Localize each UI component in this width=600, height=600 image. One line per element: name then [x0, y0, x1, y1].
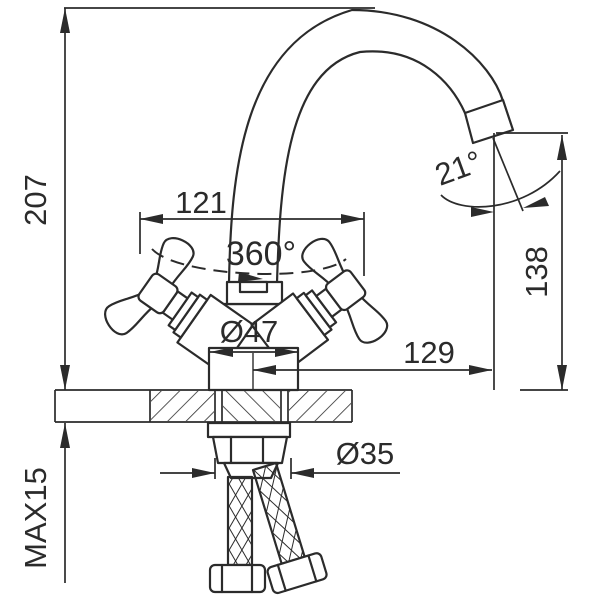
dim-mount-hole-diameter: Ø35 [160, 436, 400, 479]
shank-section-hatch [223, 391, 280, 421]
dim-label-d35: Ø35 [336, 436, 395, 471]
valve-right [250, 237, 389, 373]
arrow-up-icon [60, 423, 70, 448]
arrow-up-icon [60, 8, 70, 33]
dim-spout-reach: 129 [252, 335, 492, 389]
dim-spout-height: 138 [493, 132, 568, 391]
annotation-swivel: 360° [151, 235, 347, 282]
countertop-outline [54, 389, 353, 423]
mounting-nut [211, 435, 289, 465]
dim-handle-span: 121 [139, 185, 365, 276]
arrow-right-icon [238, 272, 263, 282]
arrow-right-icon [341, 214, 364, 224]
valve-left [104, 237, 255, 374]
supply-hose-left [208, 475, 267, 594]
arrow-right-icon [192, 468, 215, 478]
arrow-right-icon [469, 365, 492, 375]
extension-lines [214, 458, 292, 479]
arrow-left-icon [291, 468, 314, 478]
dim-label-21deg: 21° [430, 144, 486, 193]
arrow-left-icon [140, 214, 163, 224]
arrow-right-icon [275, 347, 298, 357]
extension-lines [496, 132, 568, 391]
swivel-arc [151, 248, 347, 275]
arrow-up-icon [557, 135, 567, 160]
mounting-washer [206, 421, 292, 439]
dim-label-d47: Ø47 [220, 314, 279, 349]
dim-max-deck-thickness: MAX15 [18, 423, 70, 583]
dim-label-360: 360° [226, 235, 296, 273]
arrow-left-icon [210, 347, 233, 357]
dim-label-max15: MAX15 [18, 467, 53, 569]
dim-body-diameter: Ø47 [210, 314, 298, 357]
hose-nut-facets [276, 554, 318, 592]
annotation-outlet-angle: 21° [430, 137, 561, 217]
hose-nut [266, 552, 328, 595]
countertop-hatch-right [289, 391, 351, 421]
spout-outer-curve [227, 8, 505, 285]
angle-arc [440, 170, 561, 208]
hose-braid [253, 462, 305, 564]
hose-nut-facets [220, 563, 254, 594]
handle-hub [137, 272, 179, 315]
arrow-down-icon [60, 365, 70, 390]
collar-notch [238, 280, 269, 294]
arrow-down-icon [557, 365, 567, 390]
mounting-nut-facets [229, 435, 265, 465]
dim-label-207: 207 [18, 174, 53, 226]
mount-hole-edges [214, 390, 289, 422]
handle-lobe [153, 237, 195, 291]
arrow-right-icon [471, 207, 494, 217]
hose-nut [208, 563, 267, 594]
hose-braid [228, 477, 252, 565]
countertop [54, 389, 353, 423]
dim-label-129: 129 [403, 335, 455, 370]
dim-label-138: 138 [519, 246, 554, 298]
spout-aerator [463, 98, 515, 145]
arrow-left-icon [253, 365, 276, 375]
countertop-hatch-left [151, 391, 214, 421]
dim-total-height: 207 [18, 7, 375, 390]
arrow-left-icon [523, 197, 549, 208]
handle-hub [324, 269, 367, 312]
supply-hose-right [251, 461, 328, 595]
spout-inner-curve [275, 50, 467, 285]
dim-label-121: 121 [175, 185, 227, 220]
